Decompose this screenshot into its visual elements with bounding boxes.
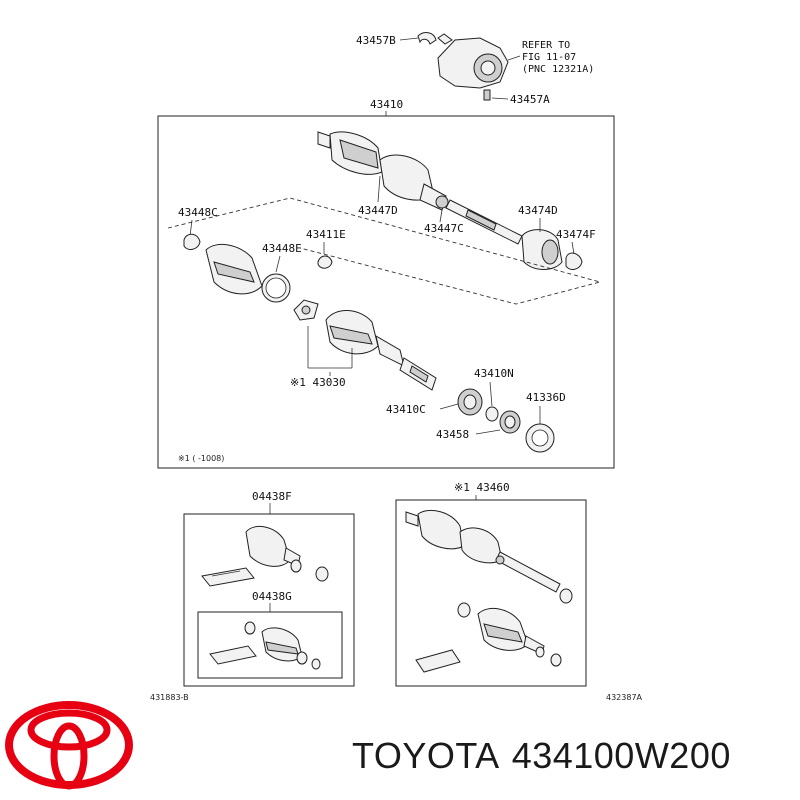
label-43460: ※1 43460 (454, 481, 510, 494)
label-43457b: 43457B (356, 34, 396, 47)
seal-41336d (525, 423, 555, 453)
note-text: ※1 ( -1008) (178, 454, 224, 463)
clamp-43460-b (457, 602, 471, 618)
label-43411e: 43411E (306, 228, 346, 241)
kit-clamp-1 (290, 559, 302, 573)
kit-g-grease-pack (209, 645, 257, 665)
kit-g-clamp (244, 621, 256, 635)
label-43030: ※1 43030 (290, 376, 346, 389)
toyota-logo-icon (5, 701, 133, 790)
brand-name: TOYOTA (352, 735, 500, 776)
tripod-joint (293, 299, 319, 321)
clamp-43460-a (559, 588, 573, 604)
grease-pack-43460 (415, 649, 461, 673)
kit-boot-outer (245, 525, 301, 567)
kit-g-clamp-2 (296, 651, 321, 670)
snap-ring-43411e (317, 255, 333, 269)
label-43448c: 43448C (178, 206, 218, 219)
drive-shaft-outer (317, 131, 523, 245)
seal-43410c (457, 388, 483, 416)
assembly-box-43410 (157, 115, 615, 469)
kit-box-04438g (197, 611, 343, 679)
label-04438g: 04438G (252, 590, 292, 603)
inboard-joint-43030 (325, 310, 437, 391)
clamp-43448e (261, 273, 291, 303)
boot-inner (205, 243, 263, 295)
kit-grease-pack (201, 567, 255, 587)
clamp-43460-c (535, 646, 562, 667)
kit-g-boot (261, 627, 303, 662)
brand-caption: TOYOTA 434100W200 (352, 735, 743, 777)
label-04438f: 04438F (252, 490, 292, 503)
label-43457a: 43457A (510, 93, 550, 106)
steering-knuckle-reference (417, 32, 509, 101)
label-43474d: 43474D (518, 204, 558, 217)
label-43410c: 43410C (386, 403, 426, 416)
kit-box-04438f (183, 513, 355, 687)
figure-code-right: 432387A (606, 693, 643, 702)
label-43474f: 43474F (556, 228, 596, 241)
part-number: 434100W200 (511, 735, 731, 776)
ring-43410n (485, 406, 499, 422)
label-41336d: 41336D (526, 391, 566, 404)
label-43410: 43410 (370, 98, 403, 111)
shaft-43460 (405, 510, 561, 593)
label-43458: 43458 (436, 428, 469, 441)
label-43447c: 43447C (424, 222, 464, 235)
kit-clamp-2 (315, 566, 329, 582)
bearing-43458 (499, 410, 521, 434)
dust-boot-43474d (521, 229, 563, 270)
label-43448e: 43448E (262, 242, 302, 255)
kit-box-43460 (395, 499, 587, 687)
label-43410n: 43410N (474, 367, 514, 380)
figure-code-left: 431883-B (150, 693, 189, 702)
refer-line-1: REFER TO (522, 40, 570, 51)
refer-line-2: FIG 11-07 (522, 52, 576, 63)
clamp-43448c (183, 233, 201, 250)
label-43447d: 43447D (358, 204, 398, 217)
clamp-43474f (565, 252, 583, 270)
refer-line-3: (PNC 12321A) (522, 64, 594, 75)
boot-43460 (477, 607, 545, 655)
